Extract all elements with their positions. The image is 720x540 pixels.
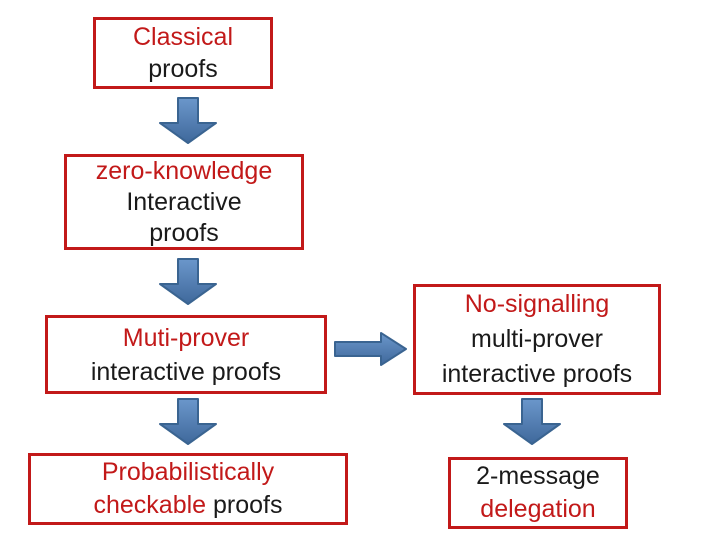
- down-arrow-icon: [159, 97, 217, 144]
- box-classical-proofs: Classical proofs: [93, 17, 273, 89]
- down-arrow-icon: [159, 398, 217, 445]
- box-line: 2-message: [476, 460, 600, 493]
- box-text-segment: Muti-prover: [122, 323, 250, 352]
- box-two-message-delegation: 2-message delegation: [448, 457, 628, 529]
- box-line: delegation: [480, 493, 595, 526]
- box-text-segment: zero-knowledge: [95, 156, 273, 185]
- box-line: multi-prover: [471, 322, 603, 357]
- box-text-segment: interactive proofs: [90, 357, 282, 386]
- box-zero-knowledge-interactive-proofs: zero-knowledge Interactive proofs: [64, 154, 304, 250]
- box-line: proofs: [149, 218, 218, 249]
- box-probabilistically-checkable-proofs: Probabilistically checkable proofs: [28, 453, 348, 525]
- box-text-segment: delegation: [480, 495, 596, 523]
- box-text-segment: proofs: [148, 55, 218, 83]
- box-line: interactive proofs: [91, 355, 281, 389]
- box-text-segment: proofs: [206, 491, 283, 519]
- box-text-segment: checkable: [93, 491, 207, 519]
- box-line: Muti-prover: [123, 321, 249, 355]
- box-text-segment: proofs: [149, 218, 219, 247]
- box-text-segment: multi-prover: [471, 325, 603, 353]
- box-line: proofs: [148, 53, 217, 85]
- box-line: No-signalling: [465, 287, 610, 322]
- down-arrow-icon: [503, 398, 561, 445]
- box-text-segment: Interactive: [126, 187, 242, 216]
- box-text-segment: 2-message: [476, 462, 600, 490]
- box-no-signalling-multi-prover-interactive-proofs: No-signalling multi-prover interactive p…: [413, 284, 661, 395]
- down-arrow-icon: [159, 258, 217, 305]
- box-line: Classical: [133, 21, 233, 53]
- box-line: zero-knowledge: [96, 156, 273, 187]
- box-text-segment: interactive proofs: [441, 360, 633, 388]
- box-line: interactive proofs: [442, 357, 632, 392]
- right-arrow-icon: [334, 332, 407, 366]
- box-line: checkable proofs: [93, 489, 282, 522]
- box-text-segment: Classical: [132, 23, 234, 51]
- box-text-segment: Probabilistically: [101, 458, 275, 486]
- box-text-segment: No-signalling: [464, 290, 610, 318]
- box-line: Interactive: [126, 187, 241, 218]
- box-line: Probabilistically: [102, 456, 274, 489]
- box-multi-prover-interactive-proofs: Muti-prover interactive proofs: [45, 315, 327, 394]
